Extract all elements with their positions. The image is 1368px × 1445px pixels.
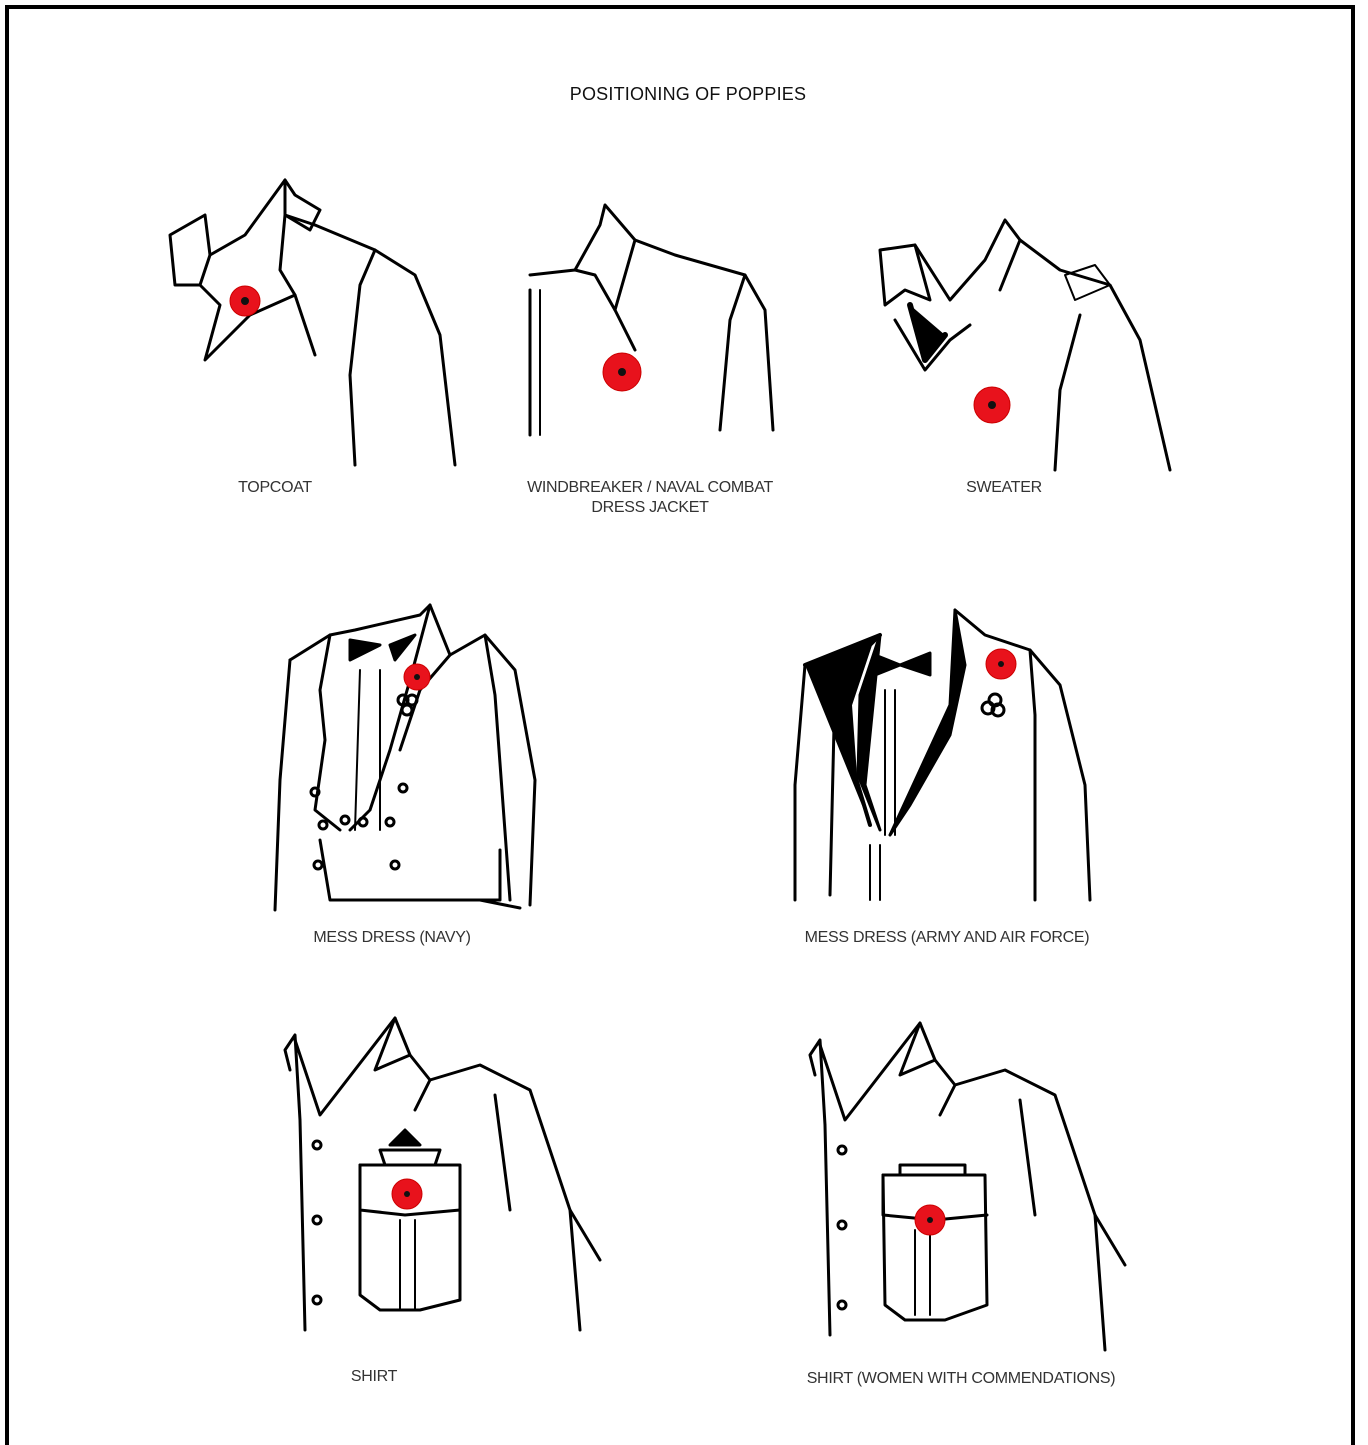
caption-topcoat: TOPCOAT: [215, 478, 335, 498]
windbreaker-illustration: [525, 200, 785, 440]
sleeve-left: [795, 665, 805, 900]
caption-mess-dress-army-airforce: MESS DRESS (ARMY AND AIR FORCE): [787, 928, 1107, 948]
shirt-illustration: [280, 1010, 610, 1340]
caption-sweater: SWEATER: [944, 478, 1064, 498]
sweater-illustration: [870, 210, 1180, 480]
bow-tie-right: [390, 635, 415, 660]
topcoat-illustration: [165, 175, 465, 475]
bow-tie-left: [350, 640, 380, 660]
shirt-left-edge: [810, 1040, 830, 1335]
caption-shirt: SHIRT: [334, 1367, 414, 1387]
caption-mess-dress-navy: MESS DRESS (NAVY): [287, 928, 497, 948]
caption-windbreaker-line1: WINDBREAKER / NAVAL COMBAT: [515, 478, 785, 498]
caption-windbreaker-line2: DRESS JACKET: [515, 498, 785, 518]
black-lapel: [890, 610, 965, 835]
caption-shirt-women: SHIRT (WOMEN WITH COMMENDATIONS): [796, 1369, 1126, 1389]
shirt-left-edge: [285, 1035, 305, 1330]
shirt-pocket: [883, 1175, 987, 1320]
pilot-wings: [390, 1130, 420, 1145]
mess-dress-army-airforce-illustration: [790, 605, 1100, 905]
collar: [210, 180, 315, 255]
shirt-women-illustration: [805, 1015, 1135, 1355]
figure-title: POSITIONING OF POPPIES: [0, 84, 1368, 105]
caption-windbreaker: WINDBREAKER / NAVAL COMBAT DRESS JACKET: [515, 478, 785, 518]
sleeve-left: [275, 660, 290, 910]
mess-dress-navy-illustration: [270, 600, 550, 920]
collar-left: [170, 215, 210, 285]
